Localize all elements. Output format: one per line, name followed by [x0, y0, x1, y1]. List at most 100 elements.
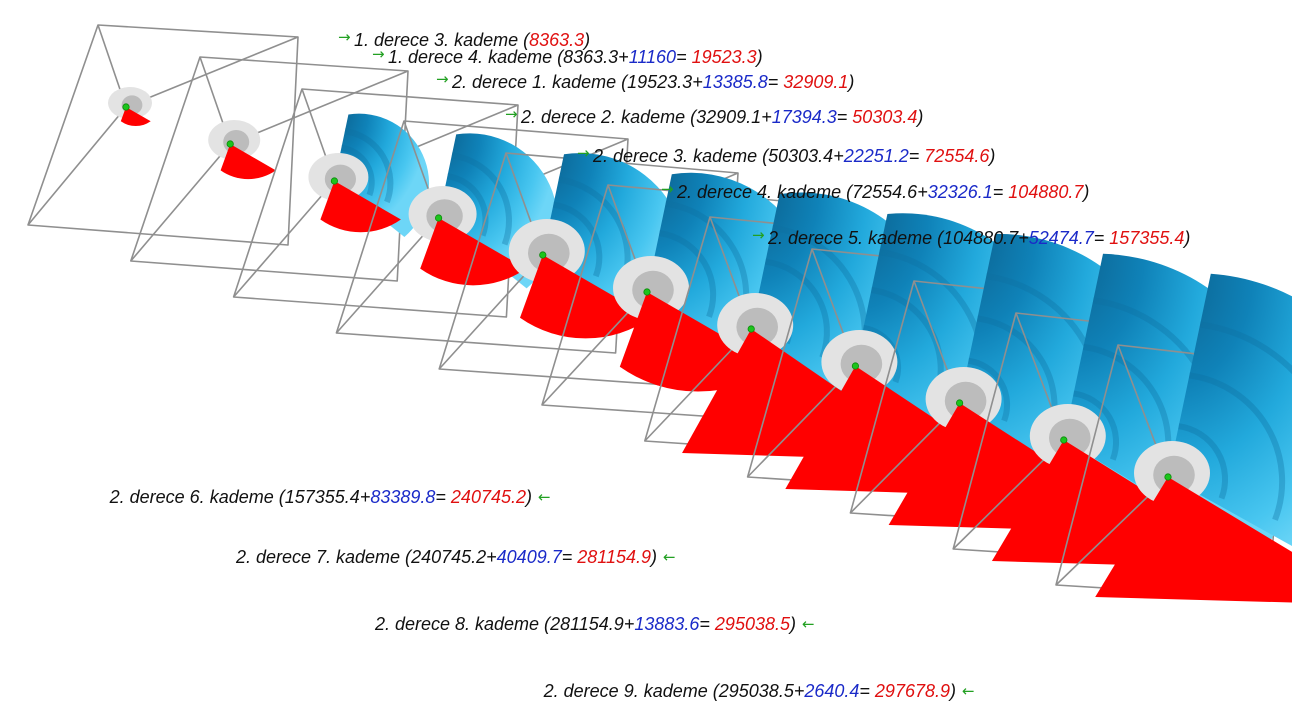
- stage-label-text: 2. derece 8. kademe (281154.9+13883.6= 2…: [374, 614, 796, 634]
- stage-label: 2. derece 6. kademe (157355.4+83389.8= 2…: [109, 487, 551, 507]
- close-paren: ): [788, 614, 796, 634]
- slice-frame: [27, 24, 299, 246]
- increment-value: 32326.1: [928, 182, 993, 202]
- new-total: 50303.4: [852, 107, 917, 127]
- equals-sign: =: [435, 487, 451, 507]
- new-total: 157355.4: [1109, 228, 1184, 248]
- close-paren: ): [524, 487, 532, 507]
- stage-name: 2. derece 8. kademe (: [374, 614, 552, 634]
- arrow-right-icon: →: [661, 180, 674, 198]
- model-slice: [1055, 273, 1292, 603]
- stage-label: →2. derece 1. kademe (19523.3+13385.8= 3…: [436, 70, 854, 92]
- load-point-node: [226, 140, 234, 148]
- new-total: 295038.5: [714, 614, 791, 634]
- stage-name: 1. derece 3. kademe (: [354, 30, 531, 50]
- stage-label-text: 2. derece 3. kademe (50303.4+22251.2= 72…: [592, 146, 995, 166]
- close-paren: ): [649, 547, 657, 567]
- plastic-zone: [1095, 477, 1292, 603]
- stress-band: [1178, 423, 1229, 500]
- increment-value: 13883.6: [634, 614, 700, 634]
- load-point-node: [1164, 473, 1172, 481]
- load-point-node: [1060, 436, 1068, 444]
- increment-value: 22251.2: [843, 146, 909, 166]
- new-total: 281154.9: [576, 547, 651, 567]
- stage-name: 2. derece 2. kademe (: [520, 107, 698, 127]
- plus-sign: +: [624, 614, 635, 634]
- slice-edge: [27, 106, 127, 226]
- stage-label-text: 1. derece 3. kademe (8363.3): [354, 30, 590, 50]
- stage-label-text: 2. derece 9. kademe (295038.5+2640.4= 29…: [543, 681, 956, 701]
- plastic-zone: [520, 255, 652, 339]
- arrow-right-icon: →: [338, 28, 351, 46]
- increment-value: 13385.8: [703, 72, 768, 92]
- stage-label-text: 2. derece 2. kademe (32909.1+17394.3= 50…: [520, 107, 923, 127]
- plus-sign: +: [1018, 228, 1029, 248]
- new-total: 240745.2: [450, 487, 526, 507]
- stress-field: [334, 113, 430, 237]
- stage-label: 2. derece 9. kademe (295038.5+2640.4= 29…: [543, 681, 975, 701]
- stage-label-text: 2. derece 4. kademe (72554.6+32326.1= 10…: [676, 182, 1089, 202]
- stage-label-text: 2. derece 7. kademe (240745.2+40409.7= 2…: [235, 547, 657, 567]
- close-paren: ): [846, 72, 854, 92]
- previous-total: 104880.7: [943, 228, 1019, 248]
- arrow-left-icon: ←: [538, 488, 551, 506]
- close-paren: ): [1182, 228, 1190, 248]
- stress-band: [344, 128, 394, 204]
- plastic-zone: [420, 218, 526, 286]
- stage-total: 8363.3: [529, 30, 584, 50]
- close-paren: ): [987, 146, 995, 166]
- load-point-node: [643, 288, 651, 296]
- stage-label: 2. derece 8. kademe (281154.9+13883.6= 2…: [374, 614, 815, 634]
- slice-edge: [229, 70, 409, 145]
- arrow-left-icon: ←: [663, 548, 676, 566]
- plus-sign: +: [833, 146, 844, 166]
- slice-frame: [130, 56, 409, 282]
- stage-name: 2. derece 1. kademe (: [451, 72, 629, 92]
- core-inner: [528, 233, 570, 273]
- arrow-left-icon: ←: [802, 615, 815, 633]
- slice-edge: [130, 143, 231, 262]
- equals-sign: =: [768, 72, 784, 92]
- load-point-node: [330, 177, 338, 185]
- stage-labels-group: →1. derece 3. kademe (8363.3)→1. derece …: [109, 28, 1191, 701]
- stress-band: [1188, 372, 1286, 521]
- increment-value: 11160: [629, 47, 676, 67]
- equals-sign: =: [909, 146, 925, 166]
- stress-band: [451, 152, 512, 246]
- plastic-zone: [320, 181, 401, 233]
- slice-frame: [1055, 344, 1292, 601]
- slice-frame: [232, 88, 519, 318]
- plus-sign: +: [794, 681, 805, 701]
- stage-label: →2. derece 2. kademe (32909.1+17394.3= 5…: [505, 105, 923, 127]
- stress-band: [340, 144, 375, 197]
- arrow-right-icon: →: [577, 144, 590, 162]
- stage-label: →1. derece 4. kademe (8363.3+11160= 1952…: [372, 45, 763, 67]
- stress-band: [552, 201, 603, 278]
- equals-sign: =: [562, 547, 578, 567]
- increment-value: 83389.8: [370, 487, 435, 507]
- arrow-left-icon: ←: [962, 682, 975, 700]
- stress-band: [658, 230, 717, 318]
- equals-sign: =: [676, 47, 692, 67]
- arrow-right-icon: →: [436, 70, 449, 88]
- stage-label: →2. derece 5. kademe (104880.7+52474.7= …: [752, 226, 1190, 248]
- stress-band: [1199, 321, 1292, 375]
- core-inner: [632, 270, 674, 310]
- core-inner: [426, 199, 463, 233]
- stage-label: →2. derece 3. kademe (50303.4+22251.2= 7…: [577, 144, 995, 166]
- arrow-right-icon: →: [372, 45, 385, 63]
- new-total: 32909.1: [783, 72, 848, 92]
- equals-sign: =: [699, 614, 715, 634]
- increment-value: 52474.7: [1029, 228, 1095, 248]
- stage-name: 2. derece 7. kademe (: [235, 547, 413, 567]
- stress-band: [967, 357, 1011, 422]
- core-inner: [840, 344, 883, 384]
- previous-total: 157355.4: [285, 487, 360, 507]
- load-point-node: [434, 214, 443, 222]
- plus-sign: +: [692, 72, 703, 92]
- stress-band: [1073, 390, 1120, 461]
- previous-total: 72554.6: [852, 182, 918, 202]
- load-point-node: [851, 362, 860, 370]
- slice-edge: [232, 180, 336, 298]
- previous-total: 240745.2: [410, 547, 486, 567]
